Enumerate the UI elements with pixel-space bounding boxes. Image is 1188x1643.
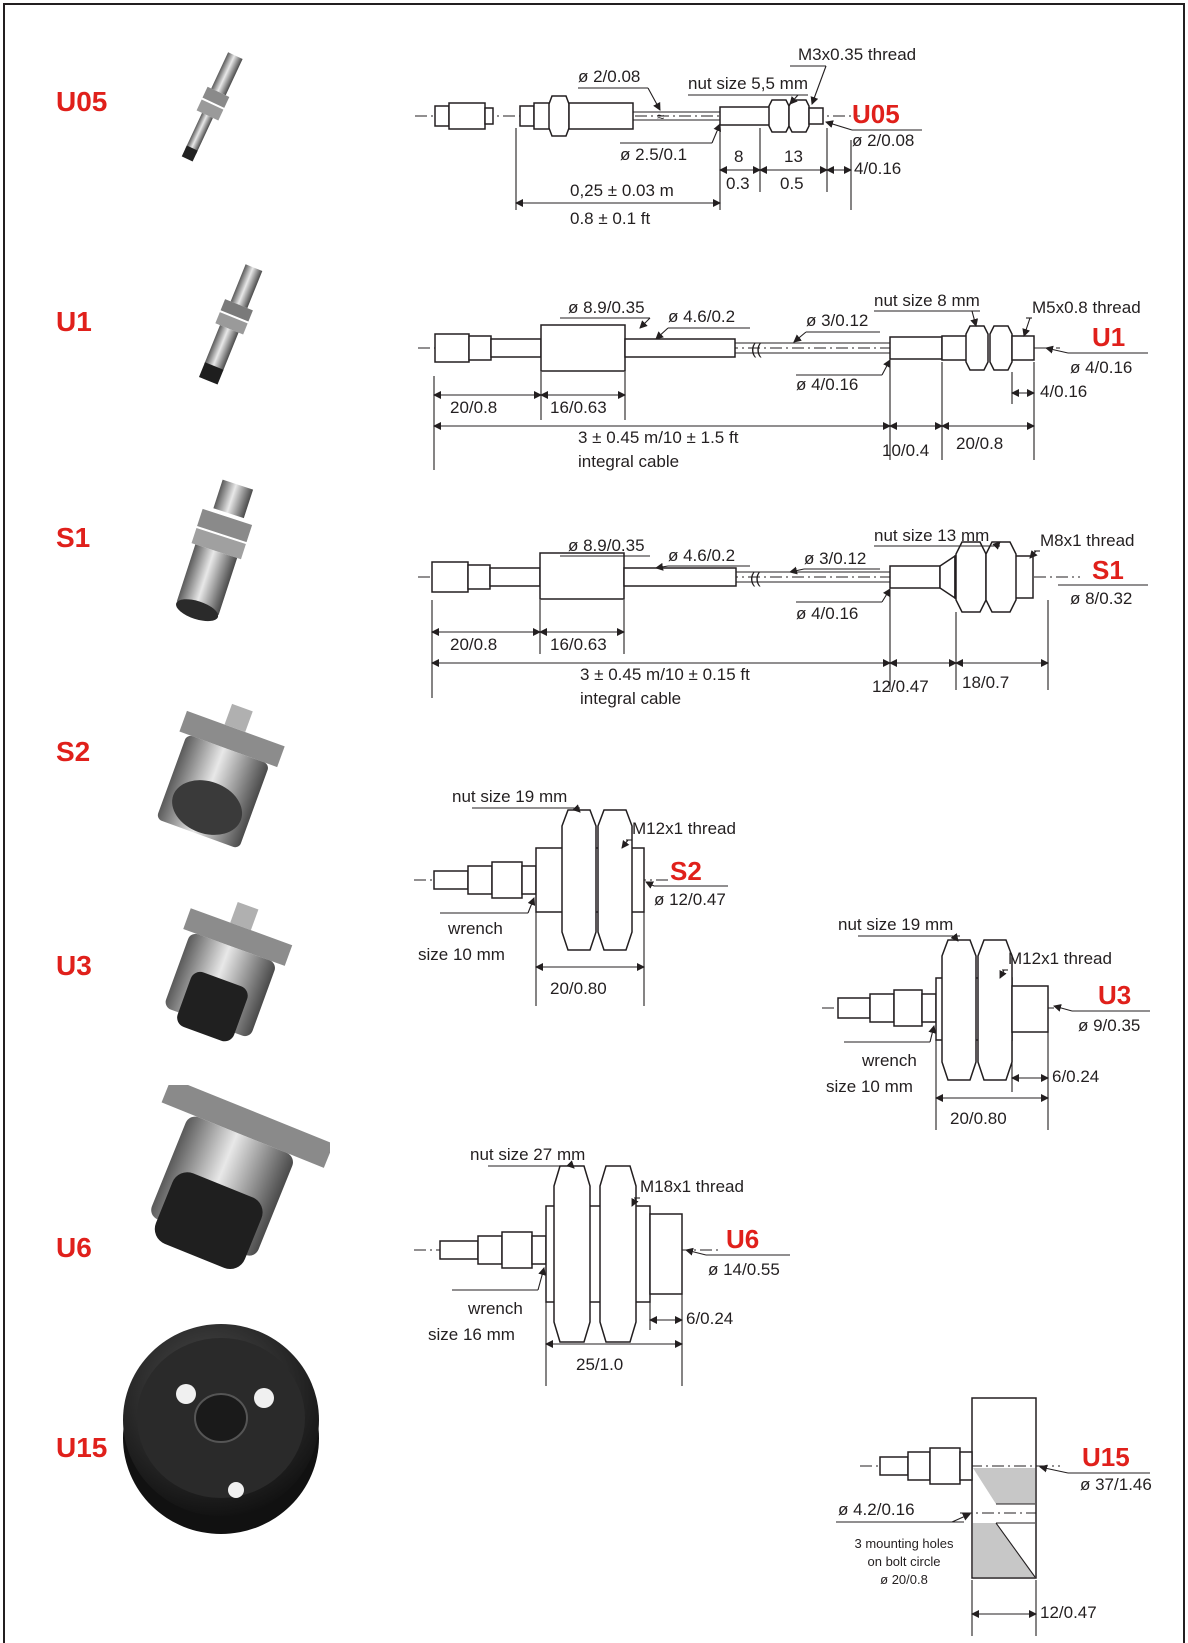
s1-dim-d: 18/0.7 — [962, 673, 1009, 692]
u3-thread-label: M12x1 thread — [1008, 949, 1112, 968]
u6-code-label: U6 — [726, 1224, 759, 1254]
u05-tip-dia-label: ø 2/0.08 — [852, 131, 914, 150]
s1-neck-dia-label: ø 4/0.16 — [796, 604, 858, 623]
s2-code-label: S2 — [670, 856, 702, 886]
u05-body-dia-label: ø 2.5/0.1 — [620, 145, 687, 164]
u1-dim-b: 16/0.63 — [550, 398, 607, 417]
u15-code-label: U15 — [1082, 1442, 1130, 1472]
s2-wrench-label-2: size 10 mm — [418, 945, 505, 964]
u1-dim-d: 20/0.8 — [956, 434, 1003, 453]
s1-thread-label: M8x1 thread — [1040, 531, 1135, 550]
s1-length-note: integral cable — [580, 689, 681, 708]
u05-dim-a-top: 8 — [734, 147, 743, 166]
sensor-photo-u3 — [165, 901, 293, 1042]
sensor-photo-u1 — [199, 264, 263, 385]
u05-dim-tip: 4/0.16 — [854, 159, 901, 178]
sensor-photo-s1 — [175, 479, 254, 622]
svg-text:≈: ≈ — [657, 109, 664, 124]
drawing-u6: nut size 27 mm M18x1 thread U6 ø 14/0.55… — [414, 1145, 790, 1386]
u1-dim-a: 20/0.8 — [450, 398, 497, 417]
u1-nut-label: nut size 8 mm — [874, 291, 980, 310]
u1-cable-dia-label: ø 4.6/0.2 — [668, 307, 735, 326]
s1-dim-b: 16/0.63 — [550, 635, 607, 654]
u6-thread-label: M18x1 thread — [640, 1177, 744, 1196]
sensor-photo-u6 — [151, 1085, 330, 1269]
s2-wrench-label-1: wrench — [447, 919, 503, 938]
u05-thread-label: M3x0.35 thread — [798, 45, 916, 64]
u1-length-label: 3 ± 0.45 m/10 ± 1.5 ft — [578, 428, 739, 447]
u15-holes-note-1: 3 mounting holes — [854, 1536, 954, 1551]
u1-tip-dia-label: ø 4/0.16 — [1070, 358, 1132, 377]
u6-tip-dia-label: ø 14/0.55 — [708, 1260, 780, 1279]
sensor-photo-u15 — [123, 1324, 319, 1534]
s2-nut-label: nut size 19 mm — [452, 787, 567, 806]
u3-nut-label: nut size 19 mm — [838, 915, 953, 934]
s1-dim-c: 12/0.47 — [872, 677, 929, 696]
u05-dim-b-bot: 0.5 — [780, 174, 804, 193]
sensor-photo-u05 — [181, 52, 243, 162]
u6-wrench-label-2: size 16 mm — [428, 1325, 515, 1344]
u1-thin-dia-label: ø 3/0.12 — [806, 311, 868, 330]
s1-code-label: S1 — [1092, 555, 1124, 585]
u3-tip-dia-label: ø 9/0.35 — [1078, 1016, 1140, 1035]
s1-nut-label: nut size 13 mm — [874, 526, 989, 545]
u15-tip-dia-label: ø 37/1.46 — [1080, 1475, 1152, 1494]
u05-code-label: U05 — [852, 99, 900, 129]
sensor-photo-s2 — [157, 703, 285, 848]
drawing-u15: U15 ø 37/1.46 ø 4.2/0.16 3 mounting hole… — [836, 1397, 1152, 1636]
drawing-u1: (( ø 8.9/0.35 ø 4.6/0.2 ø 3/0.12 nut siz… — [418, 291, 1148, 471]
u1-dim-tip: 4/0.16 — [1040, 382, 1087, 401]
model-label-u3: U3 — [56, 950, 92, 981]
s1-dim-a: 20/0.8 — [450, 635, 497, 654]
svg-text:((: (( — [750, 570, 761, 587]
model-label-u05: U05 — [56, 86, 108, 117]
drawing-s1: (( ø 8.9/0.35 ø 4.6/0.2 ø 3/0.12 nut siz… — [418, 526, 1148, 708]
u05-length-ft-label: 0.8 ± 0.1 ft — [570, 209, 650, 228]
u3-wrench-label-2: size 10 mm — [826, 1077, 913, 1096]
s2-tip-dia-label: ø 12/0.47 — [654, 890, 726, 909]
u6-nut-label: nut size 27 mm — [470, 1145, 585, 1164]
u6-wrench-label-1: wrench — [467, 1299, 523, 1318]
u3-dim-tip: 6/0.24 — [1052, 1067, 1099, 1086]
s1-length-label: 3 ± 0.45 m/10 ± 0.15 ft — [580, 665, 750, 684]
u15-dim-a: 12/0.47 — [1040, 1603, 1097, 1622]
model-label-u15: U15 — [56, 1432, 108, 1463]
u1-code-label: U1 — [1092, 322, 1125, 352]
s2-dim-a: 20/0.80 — [550, 979, 607, 998]
u1-thread-label: M5x0.8 thread — [1032, 298, 1141, 317]
u1-big-dia-label: ø 8.9/0.35 — [568, 298, 645, 317]
u6-dim-tip: 6/0.24 — [686, 1309, 733, 1328]
model-label-s1: S1 — [56, 522, 91, 553]
drawing-u3: nut size 19 mm M12x1 thread U3 ø 9/0.35 … — [822, 915, 1150, 1130]
u15-holes-note-3: ø 20/0.8 — [880, 1572, 928, 1587]
u05-dim-a-bot: 0.3 — [726, 174, 750, 193]
u3-dim-a: 20/0.80 — [950, 1109, 1007, 1128]
s1-big-dia-label: ø 8.9/0.35 — [568, 536, 645, 555]
u05-nut-label: nut size 5,5 mm — [688, 74, 808, 93]
page-frame — [3, 3, 1185, 1643]
u05-cable-dia-label: ø 2/0.08 — [578, 67, 640, 86]
u1-dim-c: 10/0.4 — [882, 441, 929, 460]
s1-tip-dia-label: ø 8/0.32 — [1070, 589, 1132, 608]
s1-cable-dia-label: ø 4.6/0.2 — [668, 546, 735, 565]
model-label-u6: U6 — [56, 1232, 92, 1263]
drawing-s2: nut size 19 mm M12x1 thread S2 ø 12/0.47… — [414, 787, 736, 1006]
u3-code-label: U3 — [1098, 980, 1131, 1010]
u15-hole-dia-label: ø 4.2/0.16 — [838, 1500, 915, 1519]
u05-length-m-label: 0,25 ± 0.03 m — [570, 181, 674, 200]
model-label-u1: U1 — [56, 306, 92, 337]
drawing-u05: ≈ M3x0.35 thread ø 2/0.08 nut size 5,5 m… — [415, 45, 922, 228]
u05-dim-b-top: 13 — [784, 147, 803, 166]
u1-neck-dia-label: ø 4/0.16 — [796, 375, 858, 394]
u15-holes-note-2: on bolt circle — [868, 1554, 941, 1569]
s2-thread-label: M12x1 thread — [632, 819, 736, 838]
u3-wrench-label-1: wrench — [861, 1051, 917, 1070]
model-label-s2: S2 — [56, 736, 91, 767]
u6-dim-a: 25/1.0 — [576, 1355, 623, 1374]
u1-length-note: integral cable — [578, 452, 679, 471]
svg-text:((: (( — [751, 341, 762, 358]
s1-thin-dia-label: ø 3/0.12 — [804, 549, 866, 568]
